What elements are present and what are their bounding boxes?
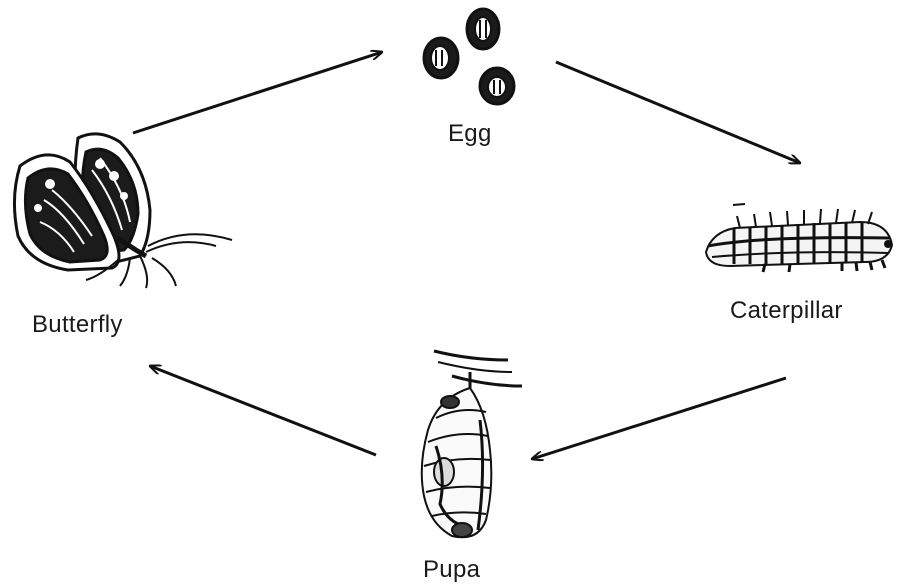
stage-label-caterpillar: Caterpillar — [730, 297, 843, 324]
arrow-butterfly-to-egg — [132, 52, 382, 135]
pupa-illustration — [420, 349, 523, 539]
arrow-egg-to-caterpillar — [555, 60, 800, 163]
arrow-pupa-to-butterfly — [150, 366, 377, 457]
stage-label-pupa: Pupa — [423, 556, 481, 583]
stage-label-egg: Egg — [448, 120, 492, 147]
arrow-caterpillar-to-pupa — [532, 376, 787, 459]
stage-label-butterfly: Butterfly — [32, 311, 123, 338]
eggs-illustration — [422, 7, 516, 106]
caterpillar-illustration — [704, 203, 894, 273]
butterfly-illustration — [12, 132, 233, 289]
